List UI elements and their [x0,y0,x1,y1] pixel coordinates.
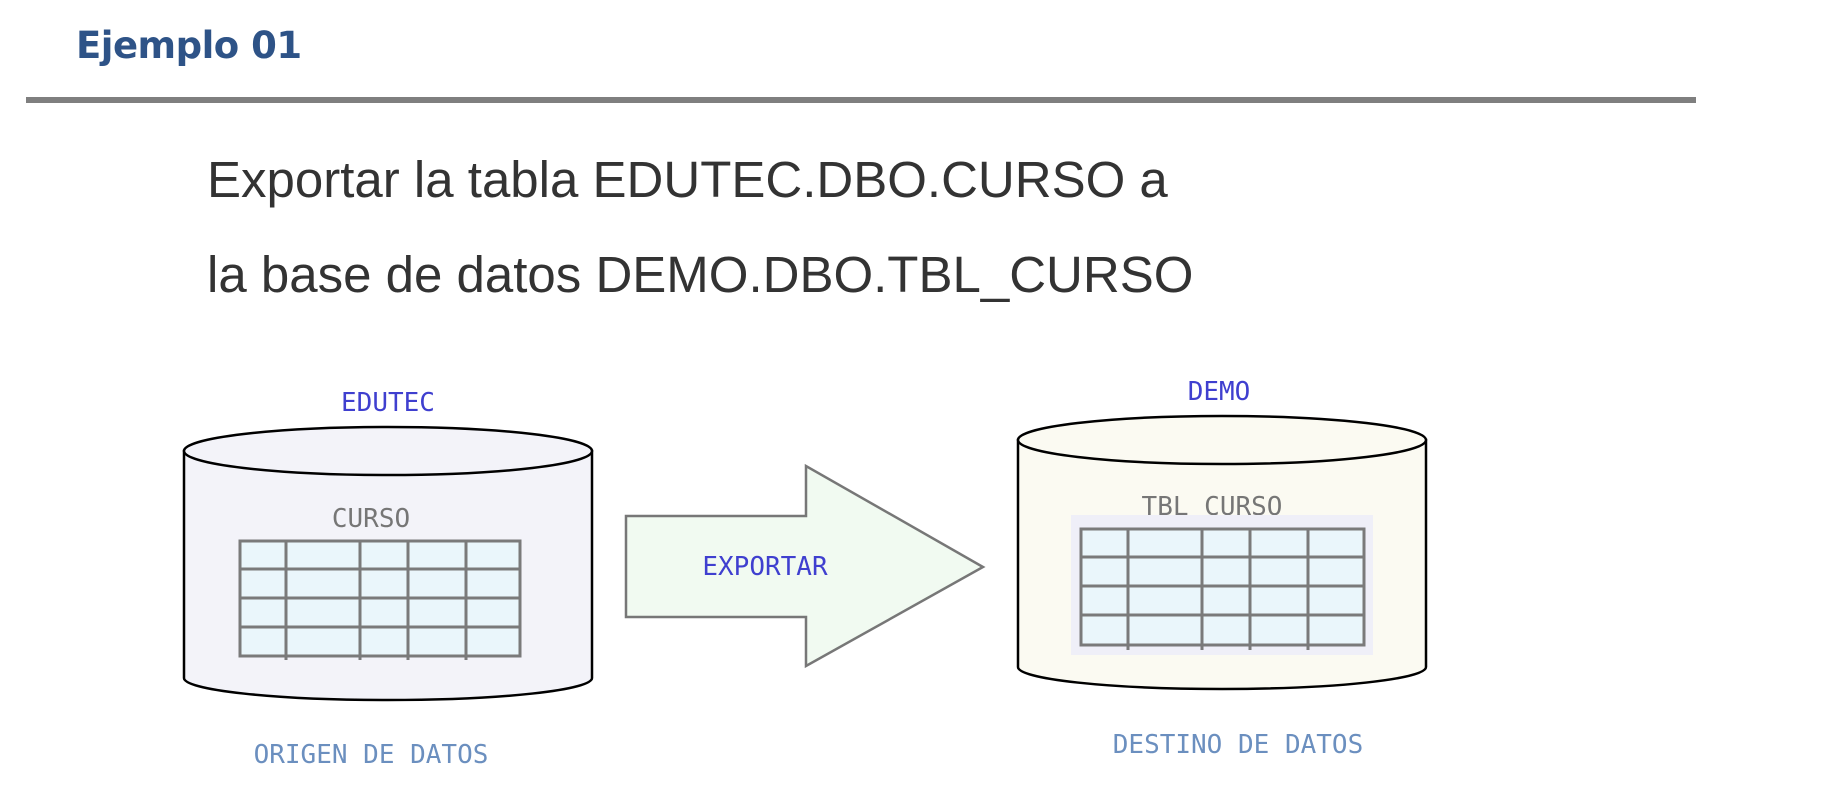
target-caption: DESTINO DE DATOS [1113,730,1363,760]
source-caption: ORIGEN DE DATOS [254,740,489,770]
source-table-grid [238,539,522,660]
description-line-1: Exportar la tabla EDUTEC.DBO.CURSO a [207,151,1168,208]
source-table-name: CURSO [332,504,410,534]
target-db-name: DEMO [1188,377,1251,407]
target-database: DEMO TBL_CURSO DESTINO DE DATOS [1016,377,1428,760]
source-database: EDUTEC CURSO ORIGEN DE DATOS [182,388,594,770]
source-db-name: EDUTEC [341,388,435,418]
target-cylinder-top [1016,414,1428,466]
title-divider [26,97,1696,103]
export-arrow-shape [624,463,986,669]
export-label: EXPORTAR [702,552,828,582]
target-table-grid [1079,527,1366,650]
description-line-2: la base de datos DEMO.DBO.TBL_CURSO [207,246,1194,303]
export-arrow: EXPORTAR [624,463,986,669]
source-cylinder-top [182,425,594,477]
page-title: Ejemplo 01 [76,24,302,67]
